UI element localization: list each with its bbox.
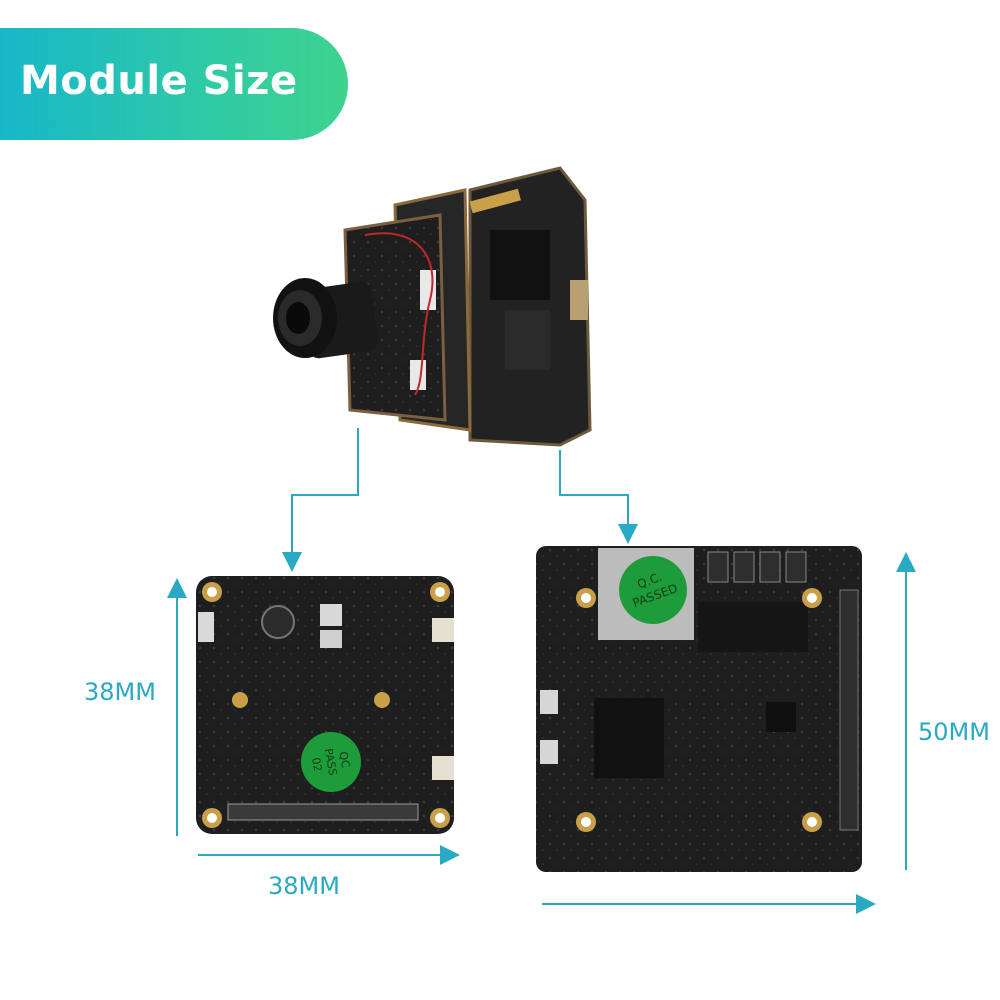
- side-connector: [432, 756, 454, 780]
- title-banner: [0, 28, 348, 140]
- ribbon-connector: [227, 803, 419, 821]
- ethernet-chip: [698, 602, 808, 652]
- sd-slot-top: [490, 230, 550, 300]
- qc-sticker: [301, 732, 361, 792]
- memory-chip: [594, 698, 664, 778]
- large-pcb-board: Q.C. PASSED: [536, 546, 862, 872]
- small-width-label: 38MM: [268, 872, 340, 900]
- sticker-text: 02: [309, 756, 324, 772]
- small-pcb-board: QC PASS 02: [196, 576, 454, 834]
- side-connector: [432, 618, 454, 642]
- edge-connector: [839, 589, 859, 831]
- large-height-label: 50MM: [918, 718, 990, 746]
- arrow-to-small-board: [282, 428, 359, 572]
- sticker-text: PASS: [322, 747, 340, 776]
- capacitor: [261, 605, 295, 639]
- arrow-to-large-board: [559, 450, 638, 544]
- sticker-text: QC: [336, 750, 352, 769]
- connector: [570, 280, 588, 320]
- small-height-label: 38MM: [84, 678, 156, 706]
- page-title: Module Size: [20, 58, 298, 104]
- qc-passed-sticker: [619, 556, 687, 624]
- camera-module-assembly: [273, 166, 592, 447]
